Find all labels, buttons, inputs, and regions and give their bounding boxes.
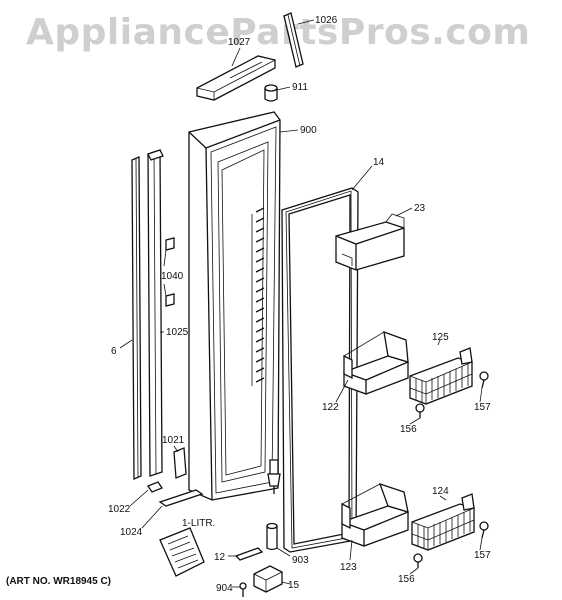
label-1025: 1025 (166, 327, 189, 338)
part-23-small-bin (335, 213, 405, 271)
label-15: 15 (288, 580, 300, 591)
label-123: 123 (340, 562, 357, 573)
label-157-lower: 157 (474, 550, 491, 561)
part-157-screw-upper (479, 371, 489, 389)
part-door-cam (267, 459, 281, 494)
label-1021: 1021 (162, 435, 185, 446)
label-903: 903 (292, 555, 309, 566)
part-1040-clips (165, 237, 175, 307)
part-12-bracket (234, 547, 264, 561)
part-1024-bottom-trim (158, 489, 204, 507)
part-157-screw-lower (479, 521, 489, 539)
label-14: 14 (373, 157, 385, 168)
label-1024: 1024 (120, 527, 143, 538)
label-157-upper: 157 (474, 402, 491, 413)
part-6-side-trim (131, 156, 142, 480)
label-900: 900 (300, 125, 317, 136)
door-shelf-ribs (251, 207, 265, 386)
part-15-stop-block (253, 565, 283, 593)
label-1022: 1022 (108, 504, 131, 515)
label-12: 12 (214, 552, 226, 563)
part-911-bushing (264, 84, 278, 102)
part-156-fastener-lower (413, 553, 423, 568)
part-156-fastener-upper (415, 403, 425, 418)
label-911: 911 (292, 82, 308, 93)
label-122: 122 (322, 402, 339, 413)
part-900-door-body (188, 111, 281, 501)
part-literature-pack (159, 527, 205, 577)
label-904: 904 (216, 583, 233, 594)
part-labels: 1026 1027 911 900 14 23 1040 1025 6 125 … (108, 15, 491, 594)
part-903-pin (266, 522, 278, 551)
part-1025-handle-trim (147, 149, 164, 477)
label-6: 6 (111, 346, 117, 357)
art-number: (ART NO. WR18945 C) (6, 576, 112, 587)
part-125-wire-basket (409, 347, 473, 405)
label-23: 23 (414, 203, 426, 214)
label-litr: 1-LITR. (182, 518, 215, 529)
part-1022-clip (147, 481, 163, 493)
label-156-upper: 156 (400, 424, 417, 435)
part-1021-bracket (173, 447, 187, 479)
label-1026: 1026 (315, 15, 338, 26)
part-904-screw (239, 582, 247, 597)
label-156-lower: 156 (398, 574, 415, 585)
part-122-middle-bin (343, 331, 409, 395)
label-1040: 1040 (161, 271, 184, 282)
label-124: 124 (432, 486, 449, 497)
watermark: AppliancePartsPros.com (26, 12, 531, 53)
label-125: 125 (432, 332, 449, 343)
label-1027: 1027 (228, 37, 251, 48)
part-124-wire-basket (411, 493, 475, 551)
leader-lines (119, 19, 483, 588)
part-1027-top-cap (196, 55, 276, 101)
part-123-bottom-bin (341, 482, 409, 547)
part-1026-hinge-trim (283, 12, 304, 68)
